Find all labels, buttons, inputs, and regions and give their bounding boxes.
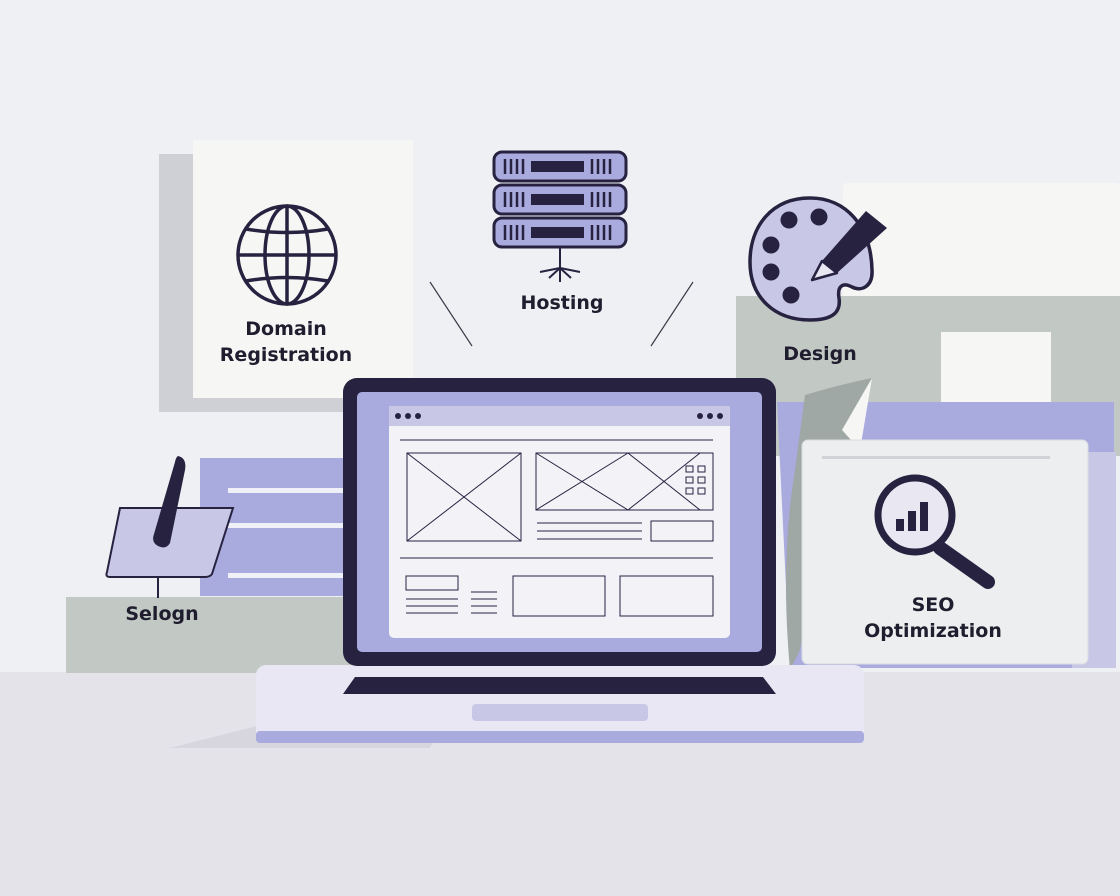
server-icon xyxy=(492,150,628,282)
hosting-label: Hosting xyxy=(520,292,604,314)
seo-label-line2: Optimization xyxy=(864,620,1002,642)
selogn-label: Selogn xyxy=(125,603,199,625)
domain-label-line1: Domain xyxy=(245,318,327,340)
wireframe-window xyxy=(389,406,730,638)
signpost-icon xyxy=(105,456,235,598)
magnifier-chart-icon xyxy=(874,474,995,589)
brush-icon xyxy=(810,211,887,282)
domain-label-line2: Registration xyxy=(219,344,353,366)
globe-icon xyxy=(236,204,338,306)
connector-lines xyxy=(429,281,694,347)
domain-card xyxy=(159,140,413,412)
domain-registration-label: Domain Registration xyxy=(206,316,366,368)
seo-label-line1: SEO xyxy=(911,594,955,616)
seo-optimization-label: SEO Optimization xyxy=(853,592,1013,644)
design-label: Design xyxy=(783,343,857,365)
palette-icon xyxy=(748,196,874,322)
